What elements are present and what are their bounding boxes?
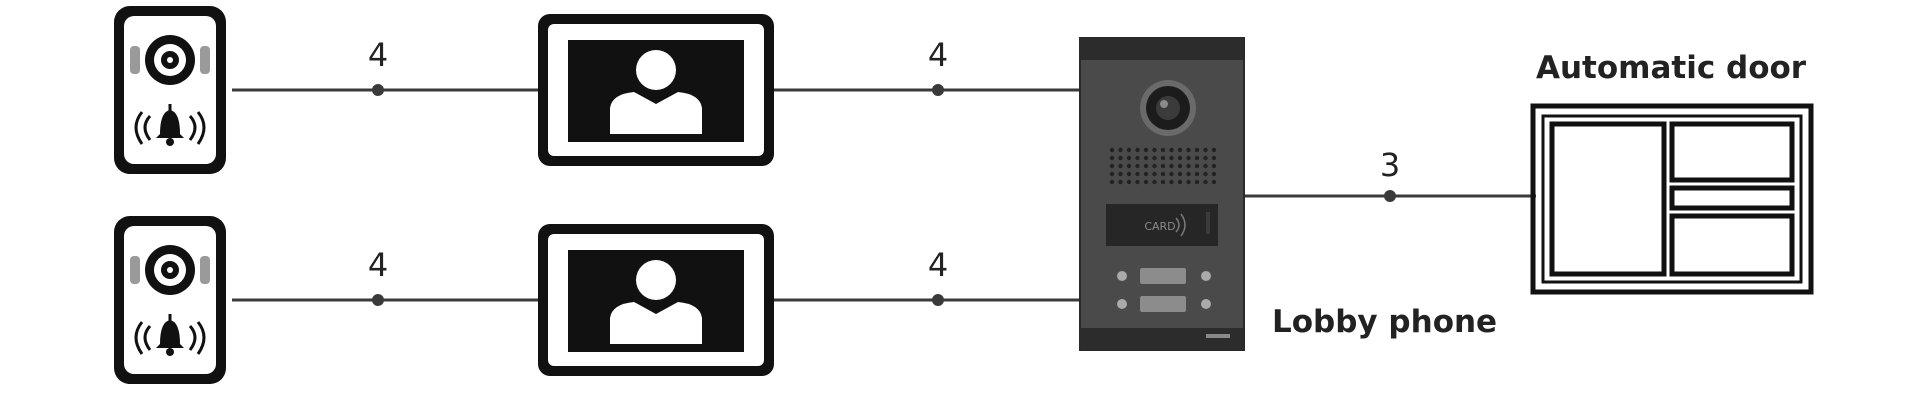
grille-hole <box>1152 179 1157 185</box>
grille-hole <box>1118 171 1123 177</box>
grille-hole <box>1109 179 1115 185</box>
grille-hole <box>1143 163 1149 169</box>
wire-bottom-right: 4 <box>774 246 1080 306</box>
camera-icon <box>112 214 228 386</box>
call-button-2[interactable] <box>1117 296 1211 312</box>
grille-hole <box>1186 155 1191 161</box>
grille-hole <box>1143 179 1149 185</box>
card-reader-label: CARD <box>1144 220 1175 233</box>
grille-hole <box>1211 163 1217 169</box>
camera-icon <box>112 4 228 176</box>
grille-hole <box>1135 155 1140 161</box>
person-icon <box>538 14 774 166</box>
grille-hole <box>1211 171 1217 177</box>
grille-hole <box>1194 179 1200 185</box>
wire-count-label: 4 <box>368 36 388 74</box>
grille-hole <box>1126 163 1132 169</box>
grille-hole <box>1160 171 1166 177</box>
grille-hole <box>1177 171 1183 177</box>
door-station-bottom <box>112 214 228 386</box>
grille-hole <box>1194 147 1200 153</box>
grille-hole <box>1126 171 1132 177</box>
person-icon <box>538 224 774 376</box>
grille-hole <box>1211 155 1217 161</box>
grille-hole <box>1118 147 1123 153</box>
grille-hole <box>1152 155 1157 161</box>
call-button-1[interactable] <box>1117 268 1211 284</box>
grille-hole <box>1211 147 1217 153</box>
grille-hole <box>1135 171 1140 177</box>
grille-hole <box>1160 155 1166 161</box>
grille-hole <box>1109 163 1115 169</box>
grille-hole <box>1135 163 1140 169</box>
wire-top-right: 4 <box>774 36 1080 96</box>
grille-hole <box>1160 179 1166 185</box>
grille-hole <box>1135 179 1140 185</box>
grille-hole <box>1203 147 1208 153</box>
grille-hole <box>1126 147 1132 153</box>
grille-hole <box>1203 155 1208 161</box>
grille-hole <box>1177 179 1183 185</box>
grille-hole <box>1143 155 1149 161</box>
wire-top-left: 4 <box>232 36 542 96</box>
grille-hole <box>1160 147 1166 153</box>
grille-hole <box>1203 163 1208 169</box>
grille-hole <box>1109 171 1115 177</box>
grille-hole <box>1152 163 1157 169</box>
grille-hole <box>1177 155 1183 161</box>
grille-hole <box>1143 171 1149 177</box>
lobby-phone-label: Lobby phone <box>1272 304 1497 340</box>
grille-hole <box>1203 179 1208 185</box>
grille-hole <box>1169 171 1174 177</box>
lobby-phone-panel: CARD <box>1079 37 1245 351</box>
automatic-door <box>1530 103 1814 295</box>
grille-hole <box>1160 163 1166 169</box>
grille-hole <box>1118 179 1123 185</box>
lobby-camera-icon <box>1140 80 1196 136</box>
grille-hole <box>1109 147 1115 153</box>
grille-hole <box>1186 171 1191 177</box>
grille-hole <box>1186 179 1191 185</box>
wire-to-automatic-door: 3 <box>1244 146 1536 202</box>
door-station-top <box>112 4 228 176</box>
grille-hole <box>1152 171 1157 177</box>
grille-hole <box>1118 163 1123 169</box>
grille-hole <box>1194 163 1200 169</box>
grille-hole <box>1169 155 1174 161</box>
grille-hole <box>1211 179 1217 185</box>
grille-hole <box>1186 147 1191 153</box>
wire-bottom-left: 4 <box>232 246 542 306</box>
grille-hole <box>1169 163 1174 169</box>
grille-hole <box>1169 179 1174 185</box>
indoor-monitor-top <box>538 14 774 166</box>
card-reader: CARD <box>1106 204 1218 246</box>
indoor-monitor-bottom <box>538 224 774 376</box>
brand-plate <box>1206 334 1230 338</box>
wire-count-label: 4 <box>368 246 388 284</box>
grille-hole <box>1143 147 1149 153</box>
grille-hole <box>1177 163 1183 169</box>
grille-hole <box>1135 147 1140 153</box>
grille-hole <box>1203 171 1208 177</box>
grille-hole <box>1186 163 1191 169</box>
wire-count-label: 3 <box>1380 146 1400 184</box>
grille-hole <box>1152 147 1157 153</box>
wire-count-label: 4 <box>928 246 948 284</box>
grille-hole <box>1194 171 1200 177</box>
grille-hole <box>1169 147 1174 153</box>
grille-hole <box>1194 155 1200 161</box>
wire-count-label: 4 <box>928 36 948 74</box>
grille-hole <box>1109 155 1115 161</box>
grille-hole <box>1126 179 1132 185</box>
grille-hole <box>1177 147 1183 153</box>
grille-hole <box>1118 155 1123 161</box>
speaker-grille <box>1109 147 1217 185</box>
grille-hole <box>1126 155 1132 161</box>
automatic-door-label: Automatic door <box>1536 50 1807 86</box>
